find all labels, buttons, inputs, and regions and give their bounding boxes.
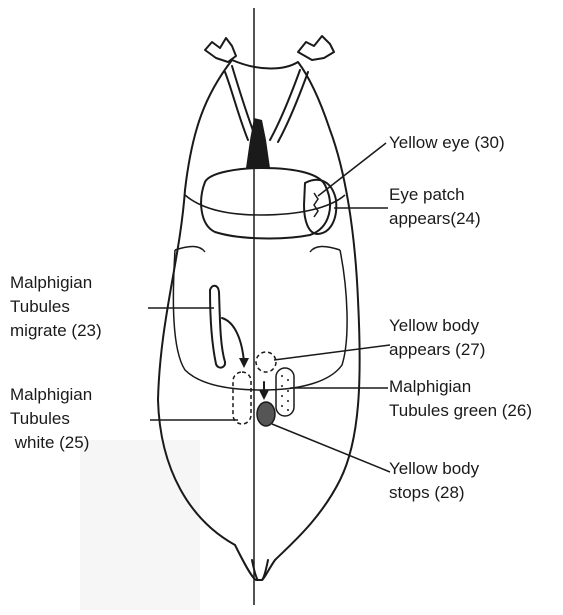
tubule-white-dashed	[233, 372, 251, 424]
right-trachea	[270, 70, 308, 142]
mouth-hooks	[246, 118, 270, 168]
label-mt-green: Malphigian Tubules green (26)	[389, 377, 532, 420]
migration-arrow	[222, 318, 244, 362]
label-yellow-eye: Yellow eye (30)	[389, 133, 505, 152]
label-mt-migrate: Malphigian Tubules migrate (23)	[10, 273, 102, 340]
right-spiracle	[298, 36, 334, 60]
label-mt-white: Malphigian Tubules white (25)	[10, 385, 97, 452]
tubule-green	[276, 368, 294, 416]
tubule-green-dots	[281, 375, 289, 411]
left-spiracle	[205, 38, 236, 62]
inner-body-waist	[175, 246, 340, 252]
yellow-body-stopped	[257, 402, 275, 426]
leader-yellow-body-stops	[272, 424, 390, 472]
yellow-body-arrowhead	[259, 390, 269, 400]
left-trachea	[225, 66, 255, 140]
label-yellow-body-appears: Yellow body appears (27)	[389, 316, 485, 359]
eye-patch-outline	[304, 180, 336, 234]
migration-arrowhead	[239, 358, 249, 368]
label-yellow-body-stops: Yellow body stops (28)	[389, 459, 484, 502]
tubule-migrating	[210, 286, 225, 368]
label-eye-patch: Eye patch appears(24)	[389, 185, 481, 228]
leader-yellow-eye	[318, 143, 386, 196]
eye-patch-squiggle	[314, 193, 318, 217]
yellow-body-dashed	[256, 352, 276, 372]
head-sac	[201, 168, 330, 238]
inner-body-contour	[185, 195, 345, 215]
paper-shading	[80, 440, 200, 610]
inner-body-contour-lower	[173, 250, 347, 390]
leader-yellow-body-appears	[274, 345, 390, 360]
